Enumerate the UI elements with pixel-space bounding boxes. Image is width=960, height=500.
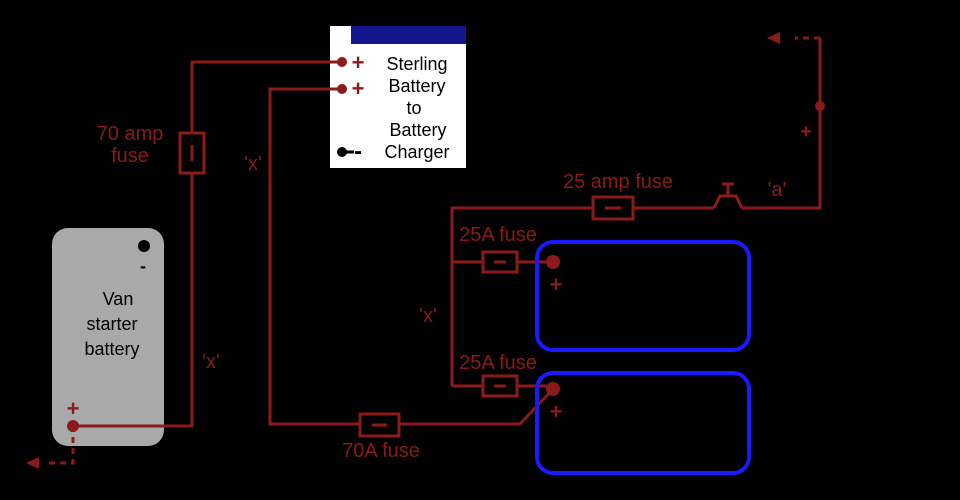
leisure-battery-top — [535, 240, 751, 352]
wire-70amp-fuse-to-starter-pos — [73, 173, 194, 428]
starter-negative-terminal — [138, 240, 150, 252]
leisure-bottom-positive-symbol: + — [550, 399, 563, 424]
leisure-top-positive-symbol: + — [550, 272, 563, 297]
fuse-70amp-label-line1: 70 amp — [97, 123, 164, 145]
x-label-top: 'x' — [244, 153, 262, 175]
charger-negative-terminal — [337, 147, 347, 157]
charger-positive2-symbol: + — [352, 76, 365, 101]
wire-bus-vertical — [450, 206, 593, 386]
charger-title-bar — [351, 26, 466, 44]
output-positive-symbol: + — [800, 121, 812, 143]
charger-positive1-terminal — [337, 57, 347, 67]
junction-output — [816, 102, 824, 110]
wire-charger-pos2-to-70a-fuse — [268, 87, 360, 426]
wire-starter-output-dashed — [44, 426, 75, 465]
charger-label-line4: Battery — [389, 120, 446, 140]
starter-negative-symbol: - — [140, 256, 146, 276]
fuse-70a-label: 70A fuse — [342, 440, 420, 462]
leisure-top-positive-terminal — [546, 255, 560, 269]
fuse-25amp-label: 25 amp fuse — [563, 171, 673, 193]
output-arrow-icon — [767, 32, 780, 44]
charger-positive1-symbol: + — [352, 50, 365, 75]
leisure-bottom-positive-terminal — [546, 382, 560, 396]
fuse-25a-bottom-label: 25A fuse — [459, 352, 537, 374]
starter-battery-label-line1: Van — [103, 289, 134, 309]
charger-positive2-terminal — [337, 84, 347, 94]
starter-battery-label-line3: battery — [84, 339, 139, 359]
charger-label-line1: Sterling — [386, 54, 447, 74]
charger-label-line3: to — [406, 98, 421, 118]
starter-battery-label-line2: starter — [86, 314, 137, 334]
charger-label-line5: Charger — [384, 142, 449, 162]
x-label-left: 'x' — [202, 351, 220, 373]
wire-70a-fuse-to-leisure-bottom — [399, 387, 555, 426]
starter-positive-symbol: + — [67, 396, 80, 421]
switch-label-a: 'a' — [768, 179, 787, 201]
x-label-right: 'x' — [419, 305, 437, 327]
wire-charger-pos1-to-70amp-fuse — [190, 60, 342, 133]
starter-battery-body — [52, 228, 164, 446]
charger-body — [330, 26, 466, 168]
fuse-70amp-label-line2: fuse — [111, 145, 149, 167]
charger-label-line2: Battery — [388, 76, 445, 96]
starter-output-arrow-icon — [26, 457, 39, 469]
wire-switch-to-output — [742, 38, 822, 210]
leisure-battery-bottom — [535, 371, 751, 475]
fuse-25a-top-label: 25A fuse — [459, 224, 537, 246]
charger-negative-symbol: - — [354, 138, 362, 165]
